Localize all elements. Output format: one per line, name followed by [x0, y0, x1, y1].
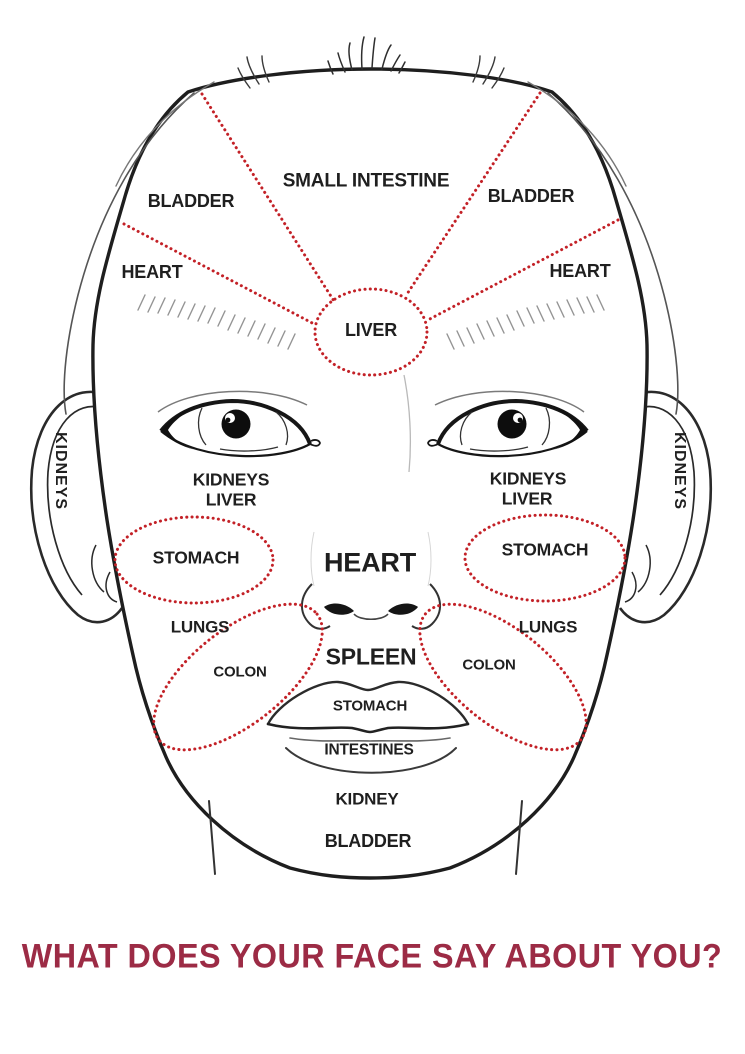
- label-kidney-chin: KIDNEY: [335, 789, 399, 809]
- eyebrows: [137, 294, 605, 350]
- stomach-zone-right: [463, 513, 627, 603]
- label-kidneys-under-eye-right: KIDNEYS: [489, 468, 567, 489]
- nose: [301, 374, 441, 630]
- label-small-intestine: SMALL INTESTINE: [282, 170, 450, 192]
- label-heart-right: HEART: [549, 261, 611, 281]
- left-eye: [157, 390, 321, 458]
- stomach-zone-left: [113, 515, 275, 605]
- mouth: [266, 680, 470, 774]
- label-bladder-chin: BLADDER: [324, 831, 412, 851]
- forehead-divider-line: [200, 92, 336, 303]
- red-dotted-zones: [113, 91, 627, 752]
- right-eye: [427, 390, 589, 458]
- label-colon-left: COLON: [213, 663, 267, 681]
- label-spleen: SPLEEN: [325, 643, 417, 670]
- label-bladder-left: BLADDER: [147, 191, 235, 211]
- temple-hair-tufts: [237, 55, 505, 89]
- label-stomach-cheek-left: STOMACH: [152, 547, 240, 568]
- label-heart-nose: HEART: [324, 547, 416, 578]
- label-liver-under-eye-right: LIVER: [501, 488, 553, 509]
- label-lungs-right: LUNGS: [518, 617, 578, 637]
- label-liver-forehead: LIVER: [344, 320, 398, 340]
- colon-zone-right: [418, 602, 588, 752]
- right-eyebrow: [446, 294, 605, 350]
- head-outline: [91, 67, 649, 880]
- colon-zone-left: [152, 602, 324, 752]
- crown-hair-tuft: [327, 36, 406, 75]
- label-lungs-left: LUNGS: [170, 617, 230, 637]
- label-kidneys-under-eye-left: KIDNEYS: [192, 469, 270, 490]
- label-liver-under-eye-left: LIVER: [205, 489, 257, 510]
- hair: [63, 36, 679, 415]
- neck-lines: [208, 800, 523, 875]
- label-intestines: INTESTINES: [324, 741, 414, 759]
- liver-zone-circle: [313, 287, 429, 377]
- label-kidneys-ear-right: KIDNEYS: [671, 431, 688, 511]
- forehead-divider-line: [122, 222, 318, 327]
- poster-title: WHAT DOES YOUR FACE SAY ABOUT YOU?: [21, 937, 723, 976]
- forehead-divider-line: [405, 91, 542, 296]
- label-stomach-lip: STOMACH: [332, 697, 408, 715]
- forehead-divider-line: [424, 218, 620, 323]
- label-kidneys-ear-left: KIDNEYS: [52, 431, 69, 511]
- label-heart-left: HEART: [121, 262, 183, 282]
- left-eyebrow: [137, 294, 296, 350]
- label-bladder-right: BLADDER: [487, 186, 575, 206]
- label-stomach-cheek-right: STOMACH: [501, 539, 589, 560]
- face-illustration: [30, 36, 712, 880]
- label-colon-right: COLON: [462, 656, 516, 674]
